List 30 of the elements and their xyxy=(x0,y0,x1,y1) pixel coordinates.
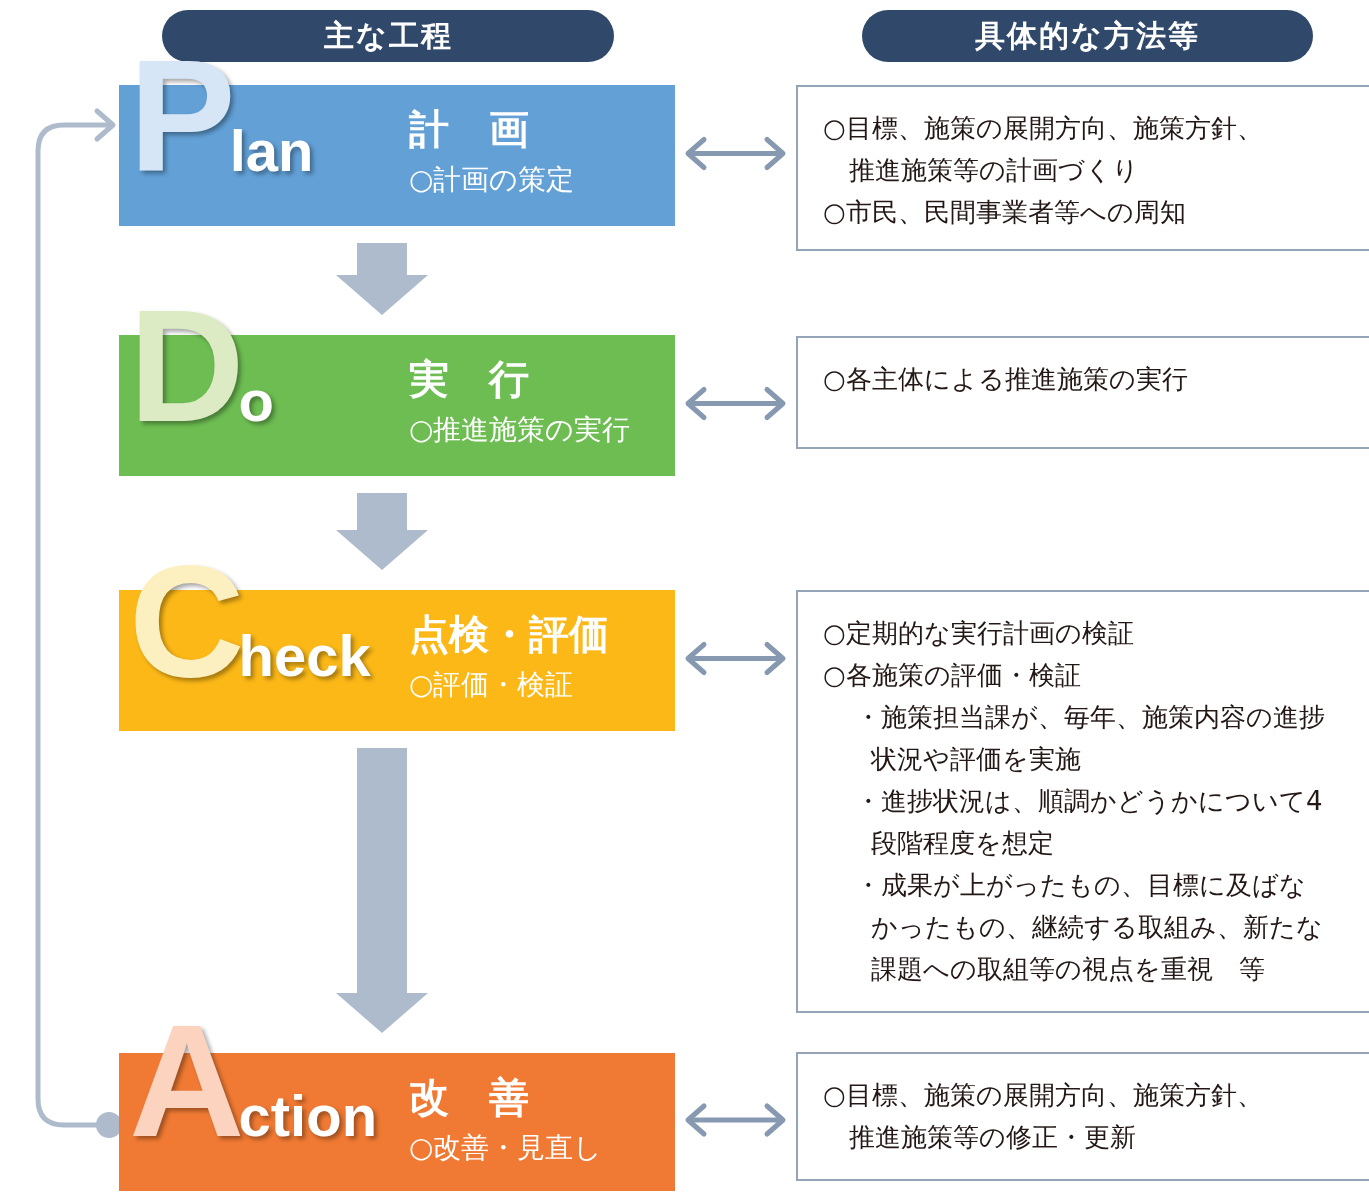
block-arrow xyxy=(336,243,428,315)
step-title: 改 善 xyxy=(409,1075,529,1119)
detail-text: ○目標、施策の展開方向、施策方針、推進施策等の修正・更新 xyxy=(823,1079,1264,1154)
double-arrow xyxy=(685,1103,786,1137)
detail-box xyxy=(796,1052,1369,1181)
step-title: 点検・評価 xyxy=(409,612,609,656)
header-pill: 主な工程 xyxy=(162,10,614,62)
bullet-text: ・施策担当課が、毎年、施策内容の進捗状況や評価を実施 xyxy=(854,701,1326,776)
step-description: ○改善・見直し xyxy=(409,1131,603,1165)
detail-text: ○各主体による推進施策の実行 xyxy=(823,363,1189,396)
step-description: ○計画の策定 xyxy=(409,163,575,197)
detail-text: ○各施策の評価・検証 xyxy=(823,659,1082,692)
detail-text: ○目標、施策の展開方向、施策方針、推進施策等の計画づくり xyxy=(823,112,1264,187)
step-description: ○評価・検証 xyxy=(409,668,574,702)
block-arrow xyxy=(336,493,428,570)
header-pill: 具体的な方法等 xyxy=(862,10,1313,62)
double-arrow xyxy=(685,387,786,420)
block-arrow xyxy=(336,748,428,1033)
detail-text: ○定期的な実行計画の検証 xyxy=(823,617,1135,650)
bullet-text: ・成果が上がったもの、目標に及ばなかったもの、継続する取組み、新たな課題への取組等の視点を重視 等 xyxy=(854,869,1324,986)
detail-text: ○市民、民間事業者等への周知 xyxy=(823,196,1187,229)
detail-box xyxy=(796,336,1369,449)
step-title: 実 行 xyxy=(409,357,529,401)
double-arrow xyxy=(685,137,786,170)
bullet-text: ・進捗状況は、順調かどうかについて4段階程度を想定 xyxy=(854,785,1324,860)
detail-box xyxy=(796,590,1369,1013)
detail-box xyxy=(796,85,1369,251)
double-arrow xyxy=(685,642,786,675)
step-description: ○推進施策の実行 xyxy=(409,413,631,447)
step-title: 計 画 xyxy=(409,107,529,151)
